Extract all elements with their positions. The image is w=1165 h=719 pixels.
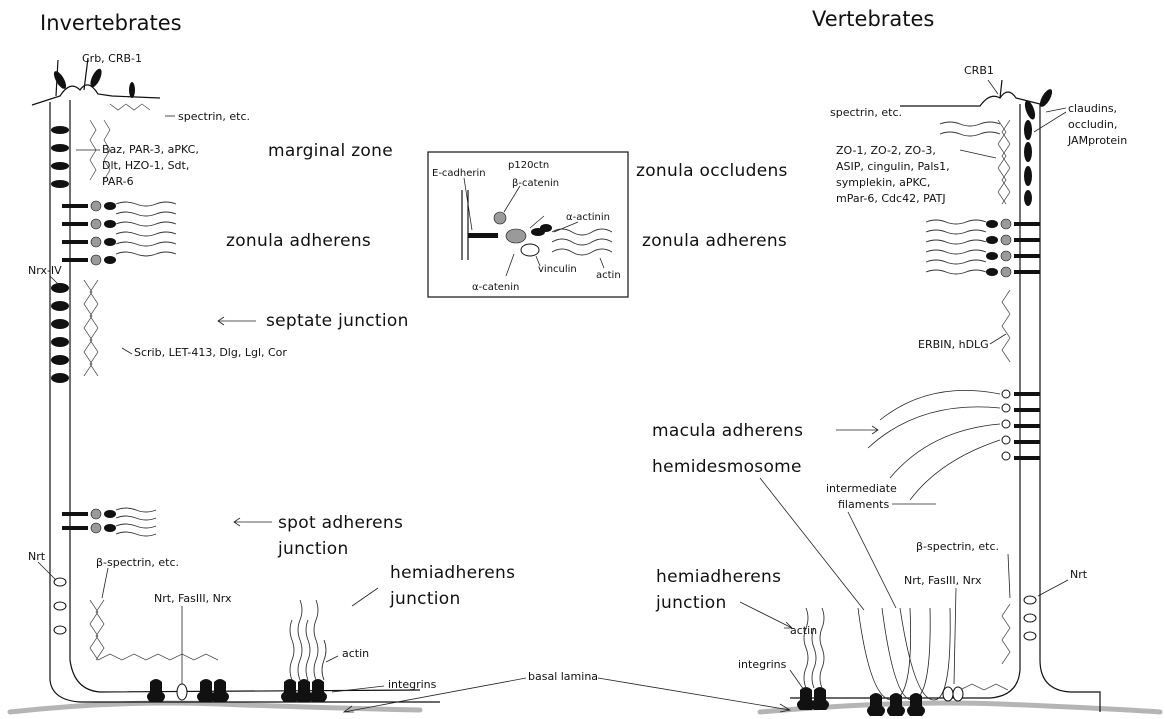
label-beta-spectrin-left: β-spectrin, etc. bbox=[96, 556, 179, 569]
zone-septate-junction: septate junction bbox=[266, 311, 409, 331]
inset-label-e-cadherin: E-cadherin bbox=[432, 168, 486, 179]
zone-marginal: marginal zone bbox=[268, 141, 393, 161]
label-intermediate-line1: intermediate bbox=[826, 482, 897, 495]
label-claudins-line3: JAMprotein bbox=[1067, 134, 1127, 147]
integrin-clusters-right bbox=[797, 687, 925, 716]
zone-hemiadherens-right-line1: hemiadherens bbox=[656, 567, 781, 587]
label-nrx-iv: Nrx-IV bbox=[28, 264, 62, 277]
label-intermediate-line2: filaments bbox=[838, 498, 889, 511]
septate-junction-ladder bbox=[51, 279, 99, 383]
label-crb: Crb, CRB-1 bbox=[82, 52, 142, 65]
inset-label-p120ctn: p120ctn bbox=[508, 160, 549, 171]
label-zo-line1: ZO-1, ZO-2, ZO-3, bbox=[836, 144, 936, 157]
basal-lamina-left bbox=[7, 700, 423, 715]
label-erbin: ERBIN, hDLG bbox=[918, 338, 989, 351]
hemidesmosome-filaments bbox=[857, 607, 951, 701]
label-baz-line1: Baz, PAR-3, aPKC, bbox=[102, 143, 199, 156]
invertebrate-zonula-adherens bbox=[62, 200, 177, 266]
zone-spot-adherens-line1: spot adherens bbox=[278, 513, 403, 533]
title-vertebrates: Vertebrates bbox=[812, 7, 934, 31]
macula-adherens-desmosome bbox=[867, 389, 1040, 501]
basal-lamina-right bbox=[757, 700, 1163, 715]
label-baz-line3: PAR-6 bbox=[102, 175, 134, 188]
zone-zonula-occludens: zonula occludens bbox=[636, 161, 788, 181]
inset-adherens-detail bbox=[427, 151, 629, 298]
label-nrt-right: Nrt bbox=[1070, 568, 1088, 581]
label-zo-line2: ASIP, cingulin, Pals1, bbox=[836, 160, 950, 173]
zone-macula-adherens: macula adherens bbox=[652, 421, 803, 441]
label-nrt-fasiii-left: Nrt, FasIII, Nrx bbox=[154, 592, 232, 605]
inset-label-alpha-actinin: α-actinin bbox=[566, 212, 610, 223]
label-zo-line4: mPar-6, Cdc42, PATJ bbox=[836, 192, 946, 205]
label-actin-right: actin bbox=[790, 624, 817, 637]
inset-label-beta-catenin: β-catenin bbox=[512, 178, 559, 189]
label-claudins-line2: occludin, bbox=[1068, 118, 1117, 131]
title-invertebrates: Invertebrates bbox=[40, 11, 182, 35]
label-zo-line3: symplekin, aPKC, bbox=[836, 176, 930, 189]
label-integrins-left: integrins bbox=[388, 678, 437, 691]
label-nrt-left: Nrt bbox=[28, 550, 46, 563]
label-actin-left: actin bbox=[342, 647, 369, 660]
invertebrate-cell bbox=[31, 57, 440, 703]
zone-hemidesmosome: hemidesmosome bbox=[652, 457, 802, 477]
label-crb1: CRB1 bbox=[964, 64, 994, 77]
label-claudins-line1: claudins, bbox=[1068, 102, 1117, 115]
label-spectrin-left: spectrin, etc. bbox=[178, 110, 250, 123]
inset-label-vinculin: vinculin bbox=[538, 264, 577, 275]
vertebrate-cell bbox=[790, 79, 1101, 716]
zone-zonula-adherens-right: zonula adherens bbox=[642, 231, 787, 251]
inset-label-alpha-catenin: α-catenin bbox=[472, 282, 519, 293]
label-scrib: Scrib, LET-413, Dlg, Lgl, Cor bbox=[134, 346, 287, 359]
label-nrt-fasiii-right: Nrt, FasIII, Nrx bbox=[904, 574, 982, 587]
zone-hemiadherens-right-line2: junction bbox=[655, 593, 727, 613]
label-beta-spectrin-right: β-spectrin, etc. bbox=[916, 540, 999, 553]
label-integrins-right: integrins bbox=[738, 658, 787, 671]
vertebrate-zonula-adherens bbox=[925, 218, 1040, 278]
zone-spot-adherens-line2: junction bbox=[277, 539, 349, 559]
label-baz-line2: Dlt, HZO-1, Sdt, bbox=[102, 159, 189, 172]
zone-hemiadherens-left-line1: hemiadherens bbox=[390, 563, 515, 583]
zone-zonula-adherens-left: zonula adherens bbox=[226, 231, 371, 251]
label-basal-lamina: basal lamina bbox=[528, 670, 598, 683]
inset-label-actin: actin bbox=[596, 270, 621, 281]
spot-adherens bbox=[62, 507, 157, 537]
label-spectrin-right: spectrin, etc. bbox=[830, 106, 902, 119]
marginal-zone-proteins bbox=[51, 126, 69, 188]
zone-hemiadherens-left-line2: junction bbox=[389, 589, 461, 609]
integrin-clusters-left bbox=[147, 679, 327, 702]
